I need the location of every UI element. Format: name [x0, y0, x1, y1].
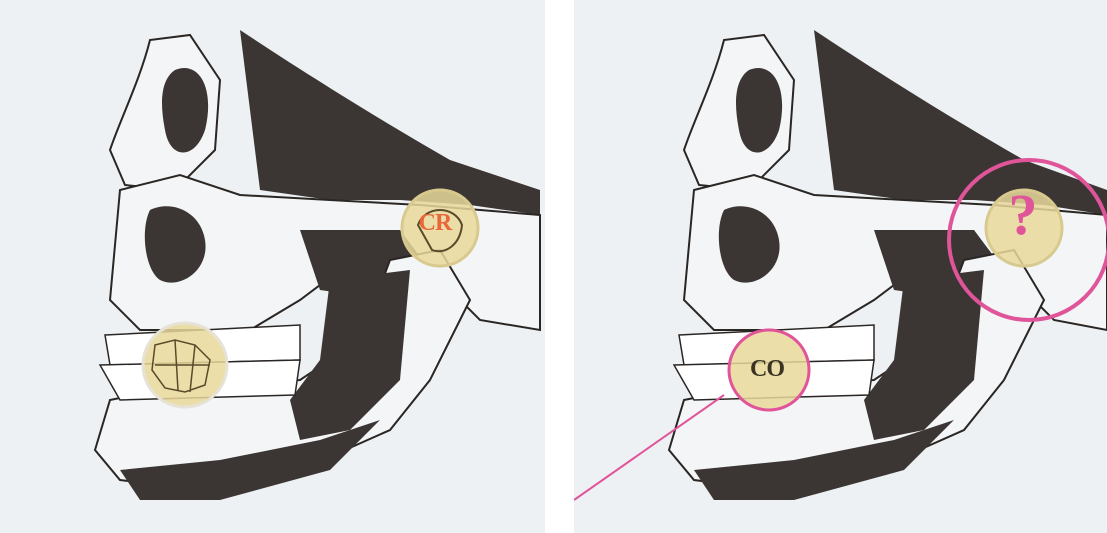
right-panel: CO ? — [574, 0, 1107, 533]
skull-left-illustration — [0, 0, 545, 533]
cr-label: CR — [410, 210, 460, 237]
skull-right-illustration — [574, 0, 1107, 533]
left-panel: CR — [0, 0, 545, 533]
zygomatic-arch-shadow — [240, 30, 540, 215]
co-label: CO — [737, 356, 797, 383]
zygomatic-arch-shadow — [814, 30, 1107, 215]
question-mark-label: ? — [998, 186, 1048, 244]
